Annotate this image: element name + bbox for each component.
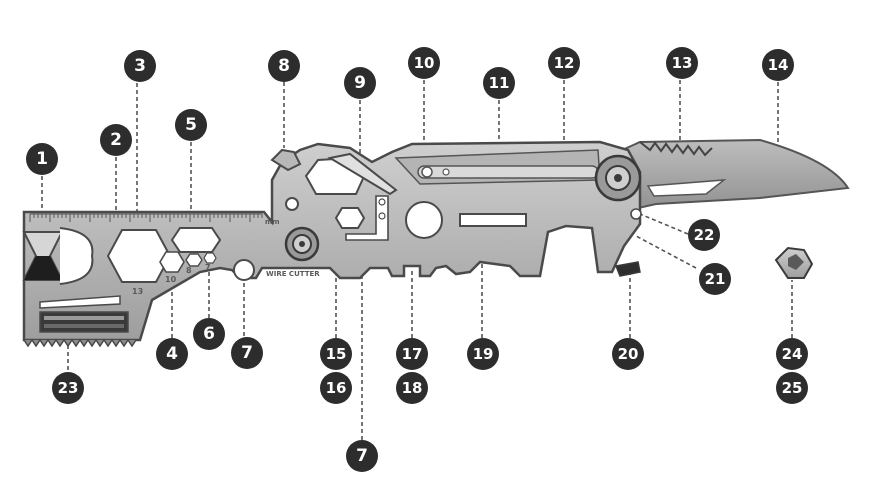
bit-holder: [614, 261, 641, 277]
callout-6: 6: [193, 318, 225, 350]
callout-9: 9: [344, 67, 376, 99]
callout-3: 3: [124, 50, 156, 82]
callout-20: 20: [612, 338, 644, 370]
svg-text:6: 6: [203, 324, 215, 344]
callout-13: 13: [666, 47, 698, 79]
callouts: 1 2 3 4 5 6 7 7 8 9 10 11 12 13 14 15 16…: [26, 47, 808, 472]
callout-19: 19: [467, 338, 499, 370]
round-hole: [405, 201, 443, 239]
callout-12: 12: [548, 47, 580, 79]
svg-text:3: 3: [134, 56, 146, 76]
svg-text:20: 20: [618, 345, 639, 363]
callout-7-lower: 7: [346, 440, 378, 472]
svg-text:5: 5: [185, 115, 197, 135]
svg-text:14: 14: [768, 56, 789, 74]
callout-16: 16: [320, 372, 352, 404]
callout-2: 2: [100, 124, 132, 156]
callout-11: 11: [483, 67, 515, 99]
callout-23: 23: [52, 372, 84, 404]
callout-21: 21: [699, 263, 731, 295]
small-hex-opening: [334, 207, 366, 229]
callout-17: 17: [396, 338, 428, 370]
svg-text:10: 10: [414, 54, 435, 72]
leader-lines: [41, 80, 793, 440]
svg-text:4: 4: [166, 344, 178, 364]
pivot-screw-right: [594, 154, 642, 202]
svg-text:13: 13: [672, 54, 693, 72]
knife-blade: [598, 138, 850, 216]
ruler: mm: [29, 213, 280, 226]
callout-1: 1: [26, 143, 58, 175]
svg-text:8: 8: [278, 56, 290, 76]
lanyard-hole: [630, 208, 642, 220]
hook-cutter: [270, 148, 398, 211]
callout-22: 22: [688, 219, 720, 251]
wire-cutter-notch: [233, 259, 255, 281]
callout-18: 18: [396, 372, 428, 404]
svg-text:11: 11: [489, 74, 510, 92]
callout-24: 24: [776, 338, 808, 370]
callout-4: 4: [156, 338, 188, 370]
svg-text:19: 19: [473, 345, 494, 363]
callout-5: 5: [175, 109, 207, 141]
wrench-size-10: 10: [165, 275, 177, 284]
svg-text:18: 18: [402, 379, 423, 397]
l-slot: [345, 195, 389, 241]
svg-text:23: 23: [58, 379, 79, 397]
callout-15: 15: [320, 338, 352, 370]
svg-text:7: 7: [356, 446, 368, 466]
svg-text:16: 16: [326, 379, 347, 397]
wrench-size-13: 13: [132, 287, 143, 296]
wrench-size-8: 8: [186, 266, 192, 275]
svg-text:17: 17: [402, 345, 423, 363]
svg-text:22: 22: [694, 226, 715, 244]
wire-cutter-label: WIRE CUTTER: [266, 270, 320, 278]
svg-text:9: 9: [354, 73, 366, 93]
wrench-size-7: 7: [205, 263, 211, 272]
pivot-screw-left: [284, 226, 320, 262]
callout-8: 8: [268, 50, 300, 82]
callout-7-upper: 7: [231, 337, 263, 369]
hex-bit: [774, 246, 814, 279]
svg-text:24: 24: [782, 345, 803, 363]
svg-text:25: 25: [782, 379, 803, 397]
ruler-ticks: [29, 214, 263, 222]
svg-text:12: 12: [554, 54, 575, 72]
svg-text:7: 7: [241, 343, 253, 363]
svg-text:21: 21: [705, 270, 726, 288]
callout-14: 14: [762, 49, 794, 81]
callout-10: 10: [408, 47, 440, 79]
ruler-unit-label: mm: [265, 218, 280, 226]
flat-slot: [459, 213, 527, 227]
bottle-opener: [22, 227, 94, 285]
callout-25: 25: [776, 372, 808, 404]
svg-text:15: 15: [326, 345, 347, 363]
svg-text:1: 1: [36, 149, 48, 169]
hex-wrench-openings: 13 10 8 7: [106, 227, 222, 296]
svg-text:2: 2: [110, 130, 122, 150]
bottom-left-slot: [39, 295, 129, 333]
